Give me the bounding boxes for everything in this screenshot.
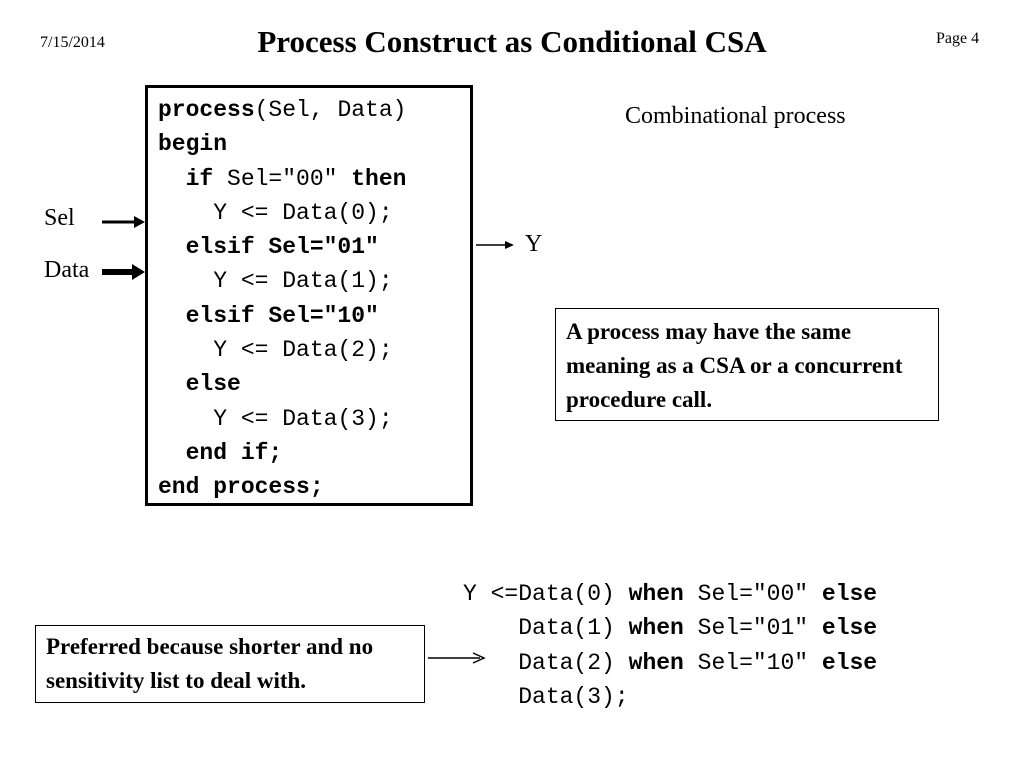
- csa-r3-cond: Sel="10": [683, 649, 822, 676]
- code-line-4: Y <= Data(0);: [158, 196, 470, 230]
- code-line-5: elsif Sel="01": [158, 230, 470, 264]
- csa-line-1: Y <=Data(0) when Sel="00" else: [463, 577, 877, 611]
- sel-arrow-icon: [102, 216, 145, 228]
- csa-r2-else: else: [821, 615, 878, 642]
- code-line-12: end process;: [158, 470, 470, 504]
- preferred-arrow-icon: [428, 652, 486, 664]
- same-meaning-note: A process may have the same meaning as a…: [555, 308, 939, 421]
- csa-line-4: Data(3);: [463, 680, 877, 714]
- slide-title: Process Construct as Conditional CSA: [257, 24, 767, 59]
- if-condition: Sel="00": [213, 165, 352, 192]
- y-label: Y: [525, 231, 543, 257]
- kw-then: then: [351, 165, 407, 192]
- csa-r2-cond: Sel="01": [683, 615, 822, 642]
- code-line-10: Y <= Data(3);: [158, 402, 470, 436]
- csa-r1-cond: Sel="00": [683, 581, 822, 607]
- code-line-3: if Sel="00" then: [158, 162, 470, 196]
- kw-process: process: [158, 97, 255, 123]
- sel-label: Sel: [44, 205, 75, 231]
- kw-else: else: [185, 371, 241, 398]
- csa-line-2: Data(1) when Sel="01" else: [463, 611, 877, 645]
- assign-3: Y <= Data(3);: [213, 405, 393, 432]
- code-line-9: else: [158, 367, 470, 401]
- elsif-10: elsif Sel="10": [185, 302, 379, 329]
- process-sensitivity-list: (Sel, Data): [254, 97, 407, 123]
- code-line-6: Y <= Data(1);: [158, 264, 470, 298]
- y-arrow-icon: [476, 241, 514, 249]
- code-line-11: end if;: [158, 436, 470, 470]
- page-number: Page 4: [936, 30, 980, 47]
- elsif-01: elsif Sel="01": [185, 234, 379, 261]
- code-line-2: begin: [158, 127, 470, 161]
- preferred-note: Preferred because shorter and no sensiti…: [35, 625, 425, 703]
- csa-line-3: Data(2) when Sel="10" else: [463, 646, 877, 680]
- csa-r1-expr: Y <=Data(0): [463, 581, 629, 607]
- csa-r4-expr: Data(3);: [518, 683, 629, 710]
- csa-r1-when: when: [628, 581, 684, 607]
- assign-2: Y <= Data(2);: [213, 337, 393, 364]
- data-arrow-icon: [102, 264, 145, 280]
- code-line-8: Y <= Data(2);: [158, 333, 470, 367]
- combinational-process-label: Combinational process: [625, 103, 846, 129]
- kw-if: if: [185, 165, 214, 192]
- csa-r1-else: else: [821, 581, 878, 607]
- csa-r2-when: when: [628, 615, 684, 642]
- csa-r2-expr: Data(1): [518, 615, 629, 642]
- slide-date: 7/15/2014: [40, 34, 105, 51]
- csa-r3-else: else: [821, 649, 878, 676]
- csa-r3-when: when: [628, 649, 684, 676]
- code-line-7: elsif Sel="10": [158, 299, 470, 333]
- kw-end-if: end if;: [185, 439, 283, 466]
- code-line-1: process(Sel, Data): [158, 93, 470, 127]
- csa-r3-expr: Data(2): [518, 649, 629, 676]
- data-label: Data: [44, 257, 90, 283]
- kw-begin: begin: [158, 131, 228, 158]
- assign-0: Y <= Data(0);: [213, 199, 393, 226]
- assign-1: Y <= Data(1);: [213, 268, 393, 295]
- conditional-csa-code: Y <=Data(0) when Sel="00" else Data(1) w…: [463, 577, 877, 714]
- kw-end-process: end process;: [158, 474, 324, 501]
- process-code-box: process(Sel, Data) begin if Sel="00" then…: [145, 85, 473, 506]
